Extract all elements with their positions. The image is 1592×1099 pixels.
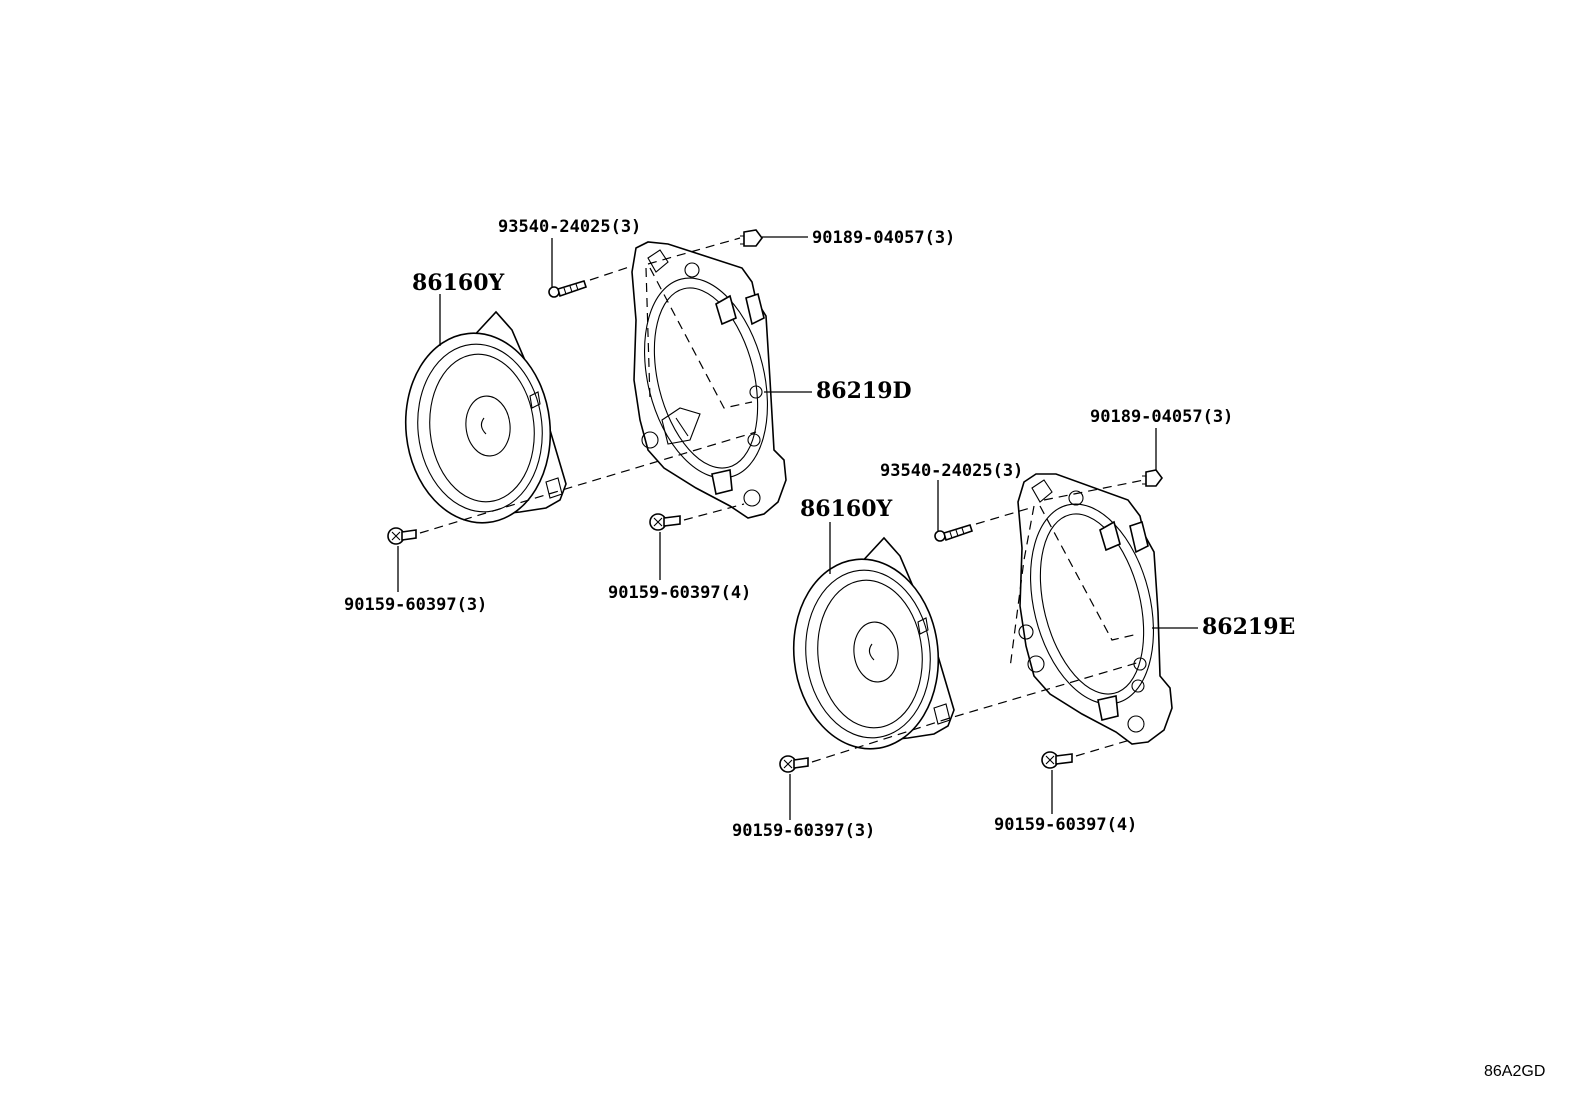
label-clip-right: 90189-04057(3): [1090, 407, 1233, 427]
right-assembly-group: 86160Y 86219E 93540-24025(3) 90189-04057…: [732, 407, 1295, 841]
left-assembly-group: 86160Y 86219D 93540-24025(3) 90189-04057…: [344, 217, 955, 615]
bolt-left-bracket: [649, 513, 681, 531]
label-bracket-right: 86219E: [1202, 614, 1295, 640]
clip-left: [740, 229, 763, 247]
speaker-right: [792, 536, 955, 750]
screw-right-top: [934, 524, 974, 542]
bolt-right-speaker: [779, 755, 809, 773]
screw-left-top: [548, 280, 588, 298]
label-bolt-left-bracket: 90159-60397(4): [608, 583, 751, 603]
label-bolt-right-bracket: 90159-60397(4): [994, 815, 1137, 835]
label-screw-right: 93540-24025(3): [880, 461, 1023, 481]
label-speaker-left: 86160Y: [412, 270, 505, 296]
speaker-bracket-right: [1009, 473, 1173, 745]
label-clip-left: 90189-04057(3): [812, 228, 955, 248]
speaker-left: [404, 310, 567, 524]
clip-right: [1142, 469, 1163, 487]
label-bolt-left-speaker: 90159-60397(3): [344, 595, 487, 615]
label-bracket-left: 86219D: [816, 378, 912, 404]
label-speaker-right: 86160Y: [800, 496, 893, 522]
bolt-right-bracket: [1041, 751, 1073, 769]
speaker-bracket-left: [631, 241, 787, 519]
diagram-code: 86A2GD: [1484, 1063, 1545, 1080]
label-screw-left: 93540-24025(3): [498, 217, 641, 237]
bolt-left-speaker: [387, 527, 417, 545]
label-bolt-right-speaker: 90159-60397(3): [732, 821, 875, 841]
